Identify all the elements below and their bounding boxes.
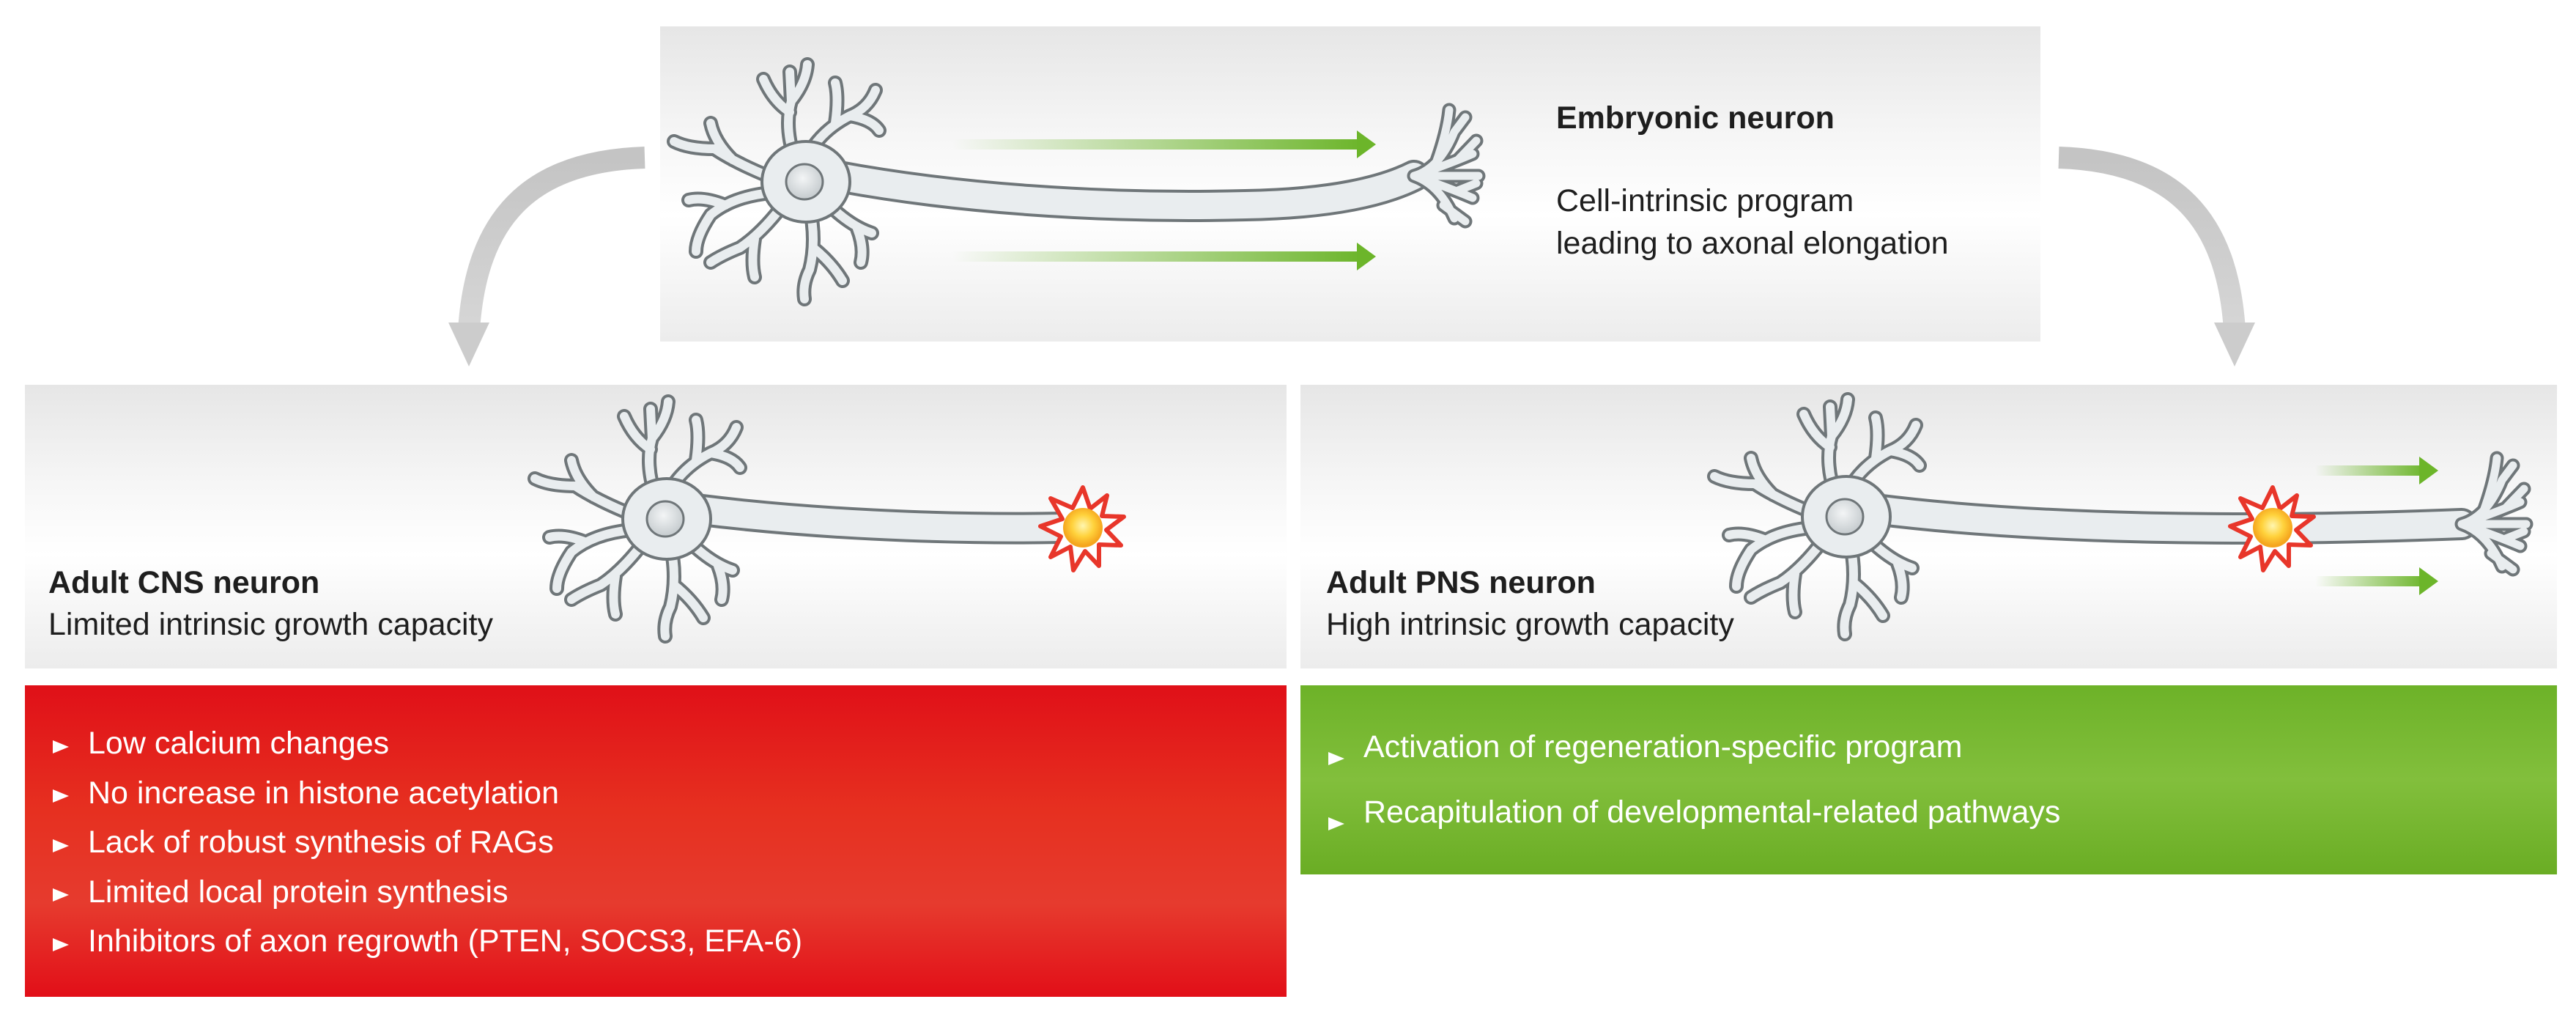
growth-arrow-icon [952, 130, 1376, 158]
triangle-bullet-icon [53, 888, 69, 902]
injury-burst-icon [1040, 487, 1124, 570]
cns-neuron-title: Adult CNS neuron [48, 565, 320, 600]
growth-arrow-icon [952, 243, 1376, 270]
cns-neuron-subtitle: Limited intrinsic growth capacity [48, 607, 494, 642]
list-item-label: Inhibitors of axon regrowth (PTEN, SOCS3… [88, 924, 803, 959]
triangle-bullet-icon [53, 740, 69, 753]
pns-neuron-title: Adult PNS neuron [1326, 565, 1596, 600]
list-item: Lack of robust synthesis of RAGs [25, 821, 802, 871]
growth-arrow-icon [2315, 457, 2438, 484]
list-item: No increase in histone acetylation [25, 772, 802, 822]
cns-factors-panel [25, 685, 1287, 997]
cns-factor-list: Low calcium changes No increase in histo… [25, 722, 802, 970]
triangle-bullet-icon [53, 789, 69, 803]
cns-neuron-icon [535, 402, 1078, 636]
triangle-bullet-icon [53, 838, 69, 852]
embryonic-neuron-icon [674, 64, 1478, 299]
embryonic-description-line-2: leading to axonal elongation [1556, 226, 1949, 261]
triangle-bullet-icon [53, 937, 69, 951]
list-item: Activation of regeneration-specific prog… [1300, 726, 2060, 791]
list-item-label: Lack of robust synthesis of RAGs [88, 825, 554, 860]
pns-factors-panel [1300, 685, 2557, 874]
list-item-label: Activation of regeneration-specific prog… [1363, 729, 1963, 764]
list-item: Low calcium changes [25, 722, 802, 772]
list-item-label: Recapitulation of developmental-related … [1363, 795, 2061, 830]
list-item-label: No increase in histone acetylation [88, 775, 559, 811]
pns-factor-list: Activation of regeneration-specific prog… [1300, 726, 2060, 856]
triangle-bullet-icon [1328, 751, 1344, 765]
list-item-label: Limited local protein synthesis [88, 874, 508, 910]
curved-arrow-to-pns-icon [2058, 147, 2255, 366]
embryonic-neuron-title: Embryonic neuron [1556, 100, 1835, 136]
list-item-label: Low calcium changes [88, 726, 390, 761]
growth-arrow-icon [2315, 567, 2438, 595]
pns-neuron-icon [1714, 399, 2526, 634]
list-item: Inhibitors of axon regrowth (PTEN, SOCS3… [25, 920, 802, 970]
pns-neuron-subtitle: High intrinsic growth capacity [1326, 607, 1734, 642]
triangle-bullet-icon [1328, 817, 1344, 830]
list-item: Limited local protein synthesis [25, 871, 802, 921]
curved-arrow-to-cns-icon [448, 147, 645, 366]
embryonic-description-line-1: Cell-intrinsic program [1556, 183, 1854, 218]
list-item: Recapitulation of developmental-related … [1300, 791, 2060, 856]
injury-burst-icon [2230, 487, 2314, 570]
